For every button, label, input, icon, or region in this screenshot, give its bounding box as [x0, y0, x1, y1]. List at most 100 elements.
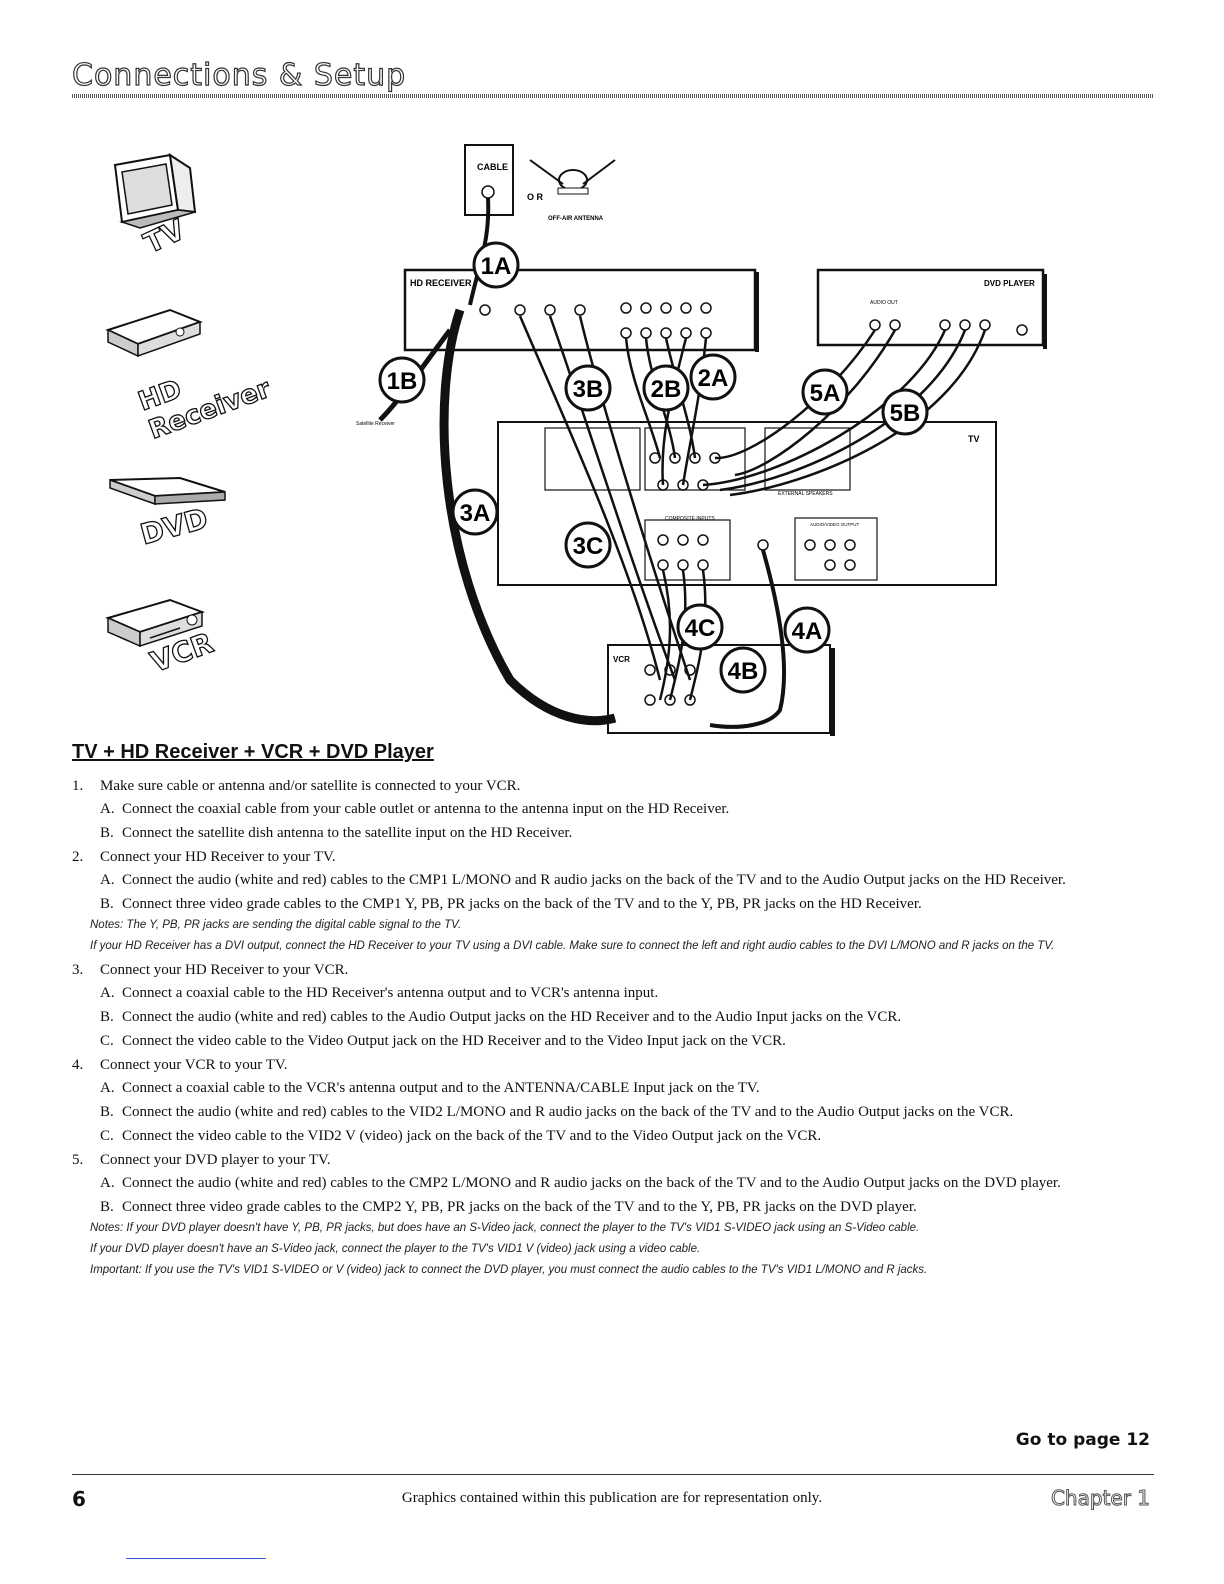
- callout-2b: 2B: [642, 364, 690, 412]
- footer-disclaimer: Graphics contained within this publicati…: [401, 1490, 823, 1506]
- hd-receiver-label: HD RECEIVER: [410, 278, 472, 288]
- substep-letter: C.: [100, 1128, 114, 1144]
- substep-letter: B.: [100, 1009, 114, 1025]
- step-substep: A. Connect the audio (white and red) cabl…: [100, 1173, 1154, 1193]
- composite-inputs-label: COMPOSITE INPUTS: [665, 516, 715, 522]
- substep-letter: B.: [100, 1199, 114, 1215]
- tv-jacks: [649, 452, 856, 571]
- antenna-icon: [529, 159, 616, 195]
- step-number: 4.: [72, 1057, 84, 1073]
- page-number: 6: [72, 1487, 86, 1511]
- substep-text: Connect a coaxial cable to the VCR's ant…: [122, 1080, 760, 1096]
- hd-receiver-panel: [403, 268, 757, 352]
- svg-text:1A: 1A: [481, 253, 512, 280]
- device-legend: TV HD Receiver DVD VCR: [100, 130, 300, 690]
- footer-divider: [72, 1474, 1154, 1475]
- dvd-player-panel: [816, 268, 1045, 347]
- callout-1b: 1B: [378, 356, 426, 404]
- dvd-player-icon: [109, 476, 226, 506]
- connection-diagram: CABLE O R OFF-AIR ANTENNA HD RECEIVER Sa…: [330, 140, 1150, 740]
- step-number: 2.: [72, 849, 84, 865]
- substep-letter: B.: [100, 825, 114, 841]
- callout-5b: 5B: [881, 388, 929, 436]
- callout-markers: 1A 1B 2A 2B 3A 3B 3C 4A 4B 4C 5A 5B: [378, 241, 929, 694]
- cable-label: CABLE: [477, 162, 508, 172]
- step-heading: 3. Connect your HD Receiver to your VCR.: [72, 960, 1154, 980]
- callout-4b: 4B: [719, 646, 767, 694]
- cable-jack: [481, 185, 495, 199]
- substep-text: Connect a coaxial cable to the HD Receiv…: [122, 985, 659, 1001]
- step-note: If your DVD player doesn't have an S-Vid…: [90, 1243, 701, 1255]
- step-substep: A. Connect the audio (white and red) cabl…: [100, 870, 1154, 890]
- svg-text:5B: 5B: [890, 400, 921, 427]
- callout-4c: 4C: [676, 603, 724, 651]
- connection-diagram-svg: CABLE O R OFF-AIR ANTENNA HD RECEIVER Sa…: [356, 144, 1047, 736]
- substep-text: Connect three video grade cables to the …: [122, 1199, 917, 1215]
- dvd-jacks: [869, 319, 1028, 336]
- hd-receiver-jacks: [479, 302, 712, 339]
- substep-text: Connect the video cable to the VID2 V (v…: [122, 1128, 822, 1144]
- step-title: Connect your VCR to your TV.: [100, 1057, 288, 1073]
- step-number: 5.: [72, 1152, 84, 1168]
- vcr-icon: [105, 598, 206, 648]
- dvd-audio-out-label: AUDIO OUT: [870, 300, 898, 306]
- instruction-step: 5. Connect your DVD player to your TV. A. C…: [72, 1150, 1154, 1278]
- audio-video-output-label: AUDIO/VIDEO OUTPUT: [810, 522, 860, 527]
- svg-text:2B: 2B: [651, 376, 682, 403]
- step-number: 1.: [72, 778, 84, 794]
- page-title: Connections & Setup: [71, 57, 407, 93]
- instruction-step: 3. Connect your HD Receiver to your VCR. A…: [72, 960, 1154, 1051]
- substep-letter: A.: [100, 985, 115, 1001]
- substep-text: Connect the audio (white and red) cables…: [122, 1175, 1061, 1191]
- substep-text: Connect the audio (white and red) cables…: [122, 1104, 1014, 1120]
- step-heading: 1.Make sure cable or antenna and/or sate…: [72, 776, 1154, 796]
- section-title: TV + HD Receiver + VCR + DVD Player: [72, 741, 434, 763]
- go-to-page-link[interactable]: Go to page 12: [1015, 1430, 1150, 1450]
- substep-letter: A.: [100, 801, 115, 817]
- svg-text:1B: 1B: [387, 368, 418, 395]
- substep-letter: A.: [100, 1175, 115, 1191]
- step-substep: A. Connect the coaxial cable from your ca…: [100, 799, 1154, 819]
- step-substep: C.Connect the video cable to the Video O…: [100, 1031, 1154, 1051]
- svg-text:5A: 5A: [810, 380, 841, 407]
- vcr-panel-label: VCR: [613, 655, 630, 664]
- title-divider: [72, 94, 1154, 98]
- substep-letter: A.: [100, 872, 115, 888]
- hd-receiver-icon: [105, 308, 203, 358]
- svg-text:4B: 4B: [728, 658, 759, 685]
- instruction-step: 2. Connect your HD Receiver to your TV. A.…: [72, 847, 1154, 954]
- device-tv: TV: [100, 150, 300, 261]
- step-heading: 2. Connect your HD Receiver to your TV.: [72, 847, 1154, 867]
- device-dvd: DVD: [100, 470, 300, 552]
- callout-1a: 1A: [472, 241, 520, 289]
- svg-text:4C: 4C: [685, 615, 716, 642]
- step-note: Notes: If your DVD player doesn't have Y…: [90, 1222, 920, 1234]
- step-substep: C. Connect the video cable to the VID2 V …: [100, 1126, 1154, 1146]
- step-heading: 4. Connect your VCR to your TV.: [72, 1055, 1154, 1075]
- callout-3b: 3B: [564, 364, 612, 412]
- step-title: Connect your HD Receiver to your TV.: [100, 849, 336, 865]
- chapter-label: Chapter 1: [1050, 1486, 1150, 1511]
- step-substep: B.Connect three video grade cables to th…: [100, 894, 1154, 914]
- step-title: Connect your DVD player to your TV.: [100, 1152, 331, 1168]
- tv-panel-label: TV: [968, 434, 980, 444]
- substep-letter: A.: [100, 1080, 115, 1096]
- step-heading: 5. Connect your DVD player to your TV.: [72, 1150, 1154, 1170]
- step-title: Connect your HD Receiver to your VCR.: [100, 962, 349, 978]
- svg-text:4A: 4A: [792, 618, 823, 645]
- substep-letter: B.: [100, 896, 114, 912]
- substep-text: Connect the satellite dish antenna to th…: [122, 825, 573, 841]
- device-vcr: VCR: [100, 590, 300, 680]
- substep-text: Connect the audio (white and red) cables…: [122, 1009, 902, 1025]
- instruction-step: 1.Make sure cable or antenna and/or sate…: [72, 776, 1154, 843]
- instruction-step: 4. Connect your VCR to your TV. A. Connect …: [72, 1055, 1154, 1146]
- antenna-label: OFF-AIR ANTENNA: [548, 216, 604, 222]
- or-label: O R: [527, 192, 544, 202]
- substep-letter: B.: [100, 1104, 114, 1120]
- step-note: If your HD Receiver has a DVI output, co…: [90, 940, 1055, 952]
- callout-5a: 5A: [801, 368, 849, 416]
- substep-text: Connect the coaxial cable from your cabl…: [122, 801, 730, 817]
- step-number: 3.: [72, 962, 84, 978]
- substep-text: Connect the audio (white and red) cables…: [122, 872, 1066, 888]
- scan-artifact-line: [126, 1558, 266, 1559]
